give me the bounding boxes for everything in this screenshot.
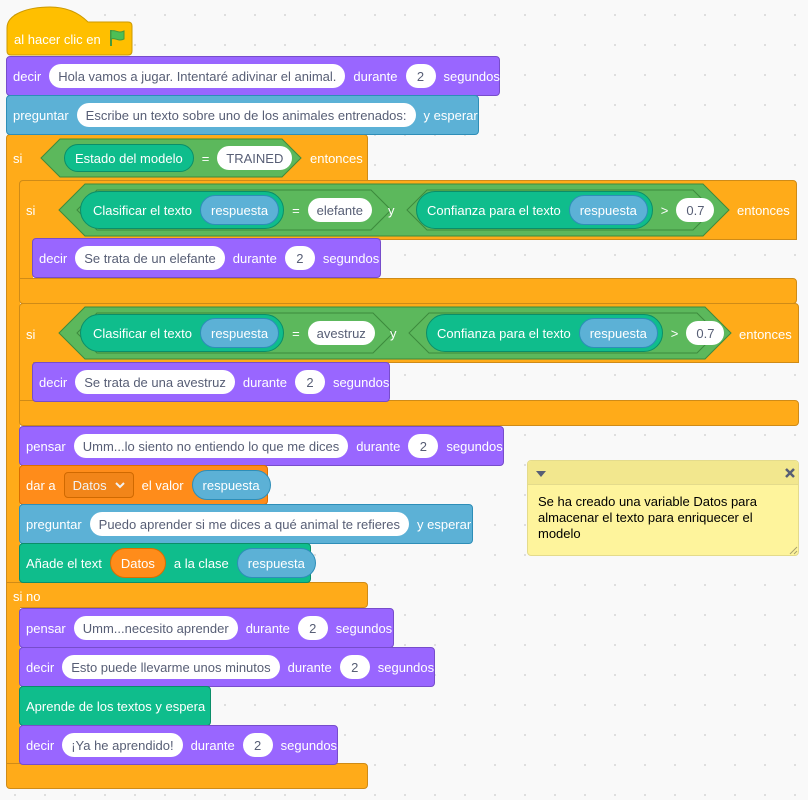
seconds-input[interactable]: 2 (339, 655, 370, 679)
datos-variable-reporter[interactable]: Datos (109, 548, 166, 578)
answer-reporter[interactable]: respuesta (191, 470, 271, 500)
answer-reporter[interactable]: respuesta (568, 195, 648, 225)
then-label: entonces (310, 151, 363, 166)
classify-text-reporter[interactable]: Clasificar el texto respuesta (80, 191, 285, 229)
set-variable-block[interactable]: dar a Datos el valor respuesta (19, 465, 271, 505)
chevron-down-icon (114, 482, 125, 489)
message-input[interactable]: Esto puede llevarme unos minutos (62, 655, 280, 679)
model-status-reporter[interactable]: Estado del modelo (64, 144, 194, 172)
and-label: y (390, 326, 397, 341)
message-input[interactable]: ¡Ya he aprendido! (62, 733, 183, 757)
variable-dropdown[interactable]: Datos (63, 472, 134, 498)
message-input[interactable]: Se trata de una avestruz (75, 370, 235, 394)
if-else-bottom (6, 763, 368, 789)
say-elephant-block[interactable]: decir Se trata de un elefante durante 2 … (32, 238, 381, 278)
think-learn-block[interactable]: pensar Umm...necesito aprender durante 2… (19, 608, 394, 648)
seconds-input[interactable]: 2 (284, 246, 315, 270)
seconds-input[interactable]: 2 (408, 434, 439, 458)
if-ostrich-label: si (26, 327, 36, 342)
else-bar (6, 582, 368, 608)
message-input[interactable]: Se trata de un elefante (75, 246, 225, 270)
ask-learn-block[interactable]: preguntar Puedo aprender si me dices a q… (19, 504, 473, 544)
if-label: si (13, 151, 23, 166)
if-ostrich-arm (19, 359, 33, 405)
add-training-text-block[interactable]: Añade el text Datos a la clase respuesta (19, 543, 316, 583)
classify-text-reporter[interactable]: Clasificar el texto respuesta (80, 314, 285, 352)
resize-handle-icon[interactable] (788, 545, 798, 555)
comment-header[interactable] (528, 461, 798, 485)
and-label: y (388, 203, 395, 218)
if-elephant-bottom (19, 278, 797, 304)
hat-shape (6, 6, 133, 56)
answer-reporter[interactable]: respuesta (199, 195, 280, 225)
answer-reporter[interactable]: respuesta (199, 318, 280, 348)
and-boolean-elephant[interactable]: Clasificar el texto respuesta = elefante… (58, 183, 730, 237)
if-else-left-arm (6, 176, 20, 588)
comment-note[interactable]: Se ha creado una variable Datos para alm… (527, 460, 799, 556)
if-ostrich-bottom (19, 400, 799, 426)
message-input[interactable]: Hola vamos a jugar. Intentaré adivinar e… (49, 64, 346, 88)
ask-text-block[interactable]: preguntar Escribe un texto sobre uno de … (6, 95, 479, 135)
then-label: entonces (737, 203, 790, 218)
threshold-value[interactable]: 0.7 (676, 198, 715, 222)
comment-text[interactable]: Se ha creado una variable Datos para alm… (538, 494, 757, 541)
equals-boolean[interactable]: Estado del modelo = TRAINED (40, 138, 302, 178)
answer-reporter[interactable]: respuesta (236, 548, 316, 578)
say-ostrich-block[interactable]: decir Se trata de una avestruz durante 2… (32, 362, 390, 402)
equals-sign: = (292, 325, 300, 341)
elephant-value[interactable]: elefante (307, 198, 372, 222)
confidence-reporter[interactable]: Confianza para el texto respuesta (416, 191, 653, 229)
train-model-block[interactable]: Aprende de los textos y espera (19, 686, 211, 726)
if-elephant-label: si (26, 203, 36, 218)
answer-reporter[interactable]: respuesta (578, 318, 658, 348)
confidence-reporter[interactable]: Confianza para el texto respuesta (426, 314, 663, 352)
threshold-value[interactable]: 0.7 (686, 321, 725, 345)
message-input[interactable]: Umm...lo siento no entiendo lo que me di… (73, 434, 349, 458)
greater-sign: > (660, 202, 669, 218)
question-input[interactable]: Puedo aprender si me dices a qué animal … (89, 512, 409, 536)
green-flag-icon (110, 30, 125, 46)
seconds-input[interactable]: 2 (297, 616, 328, 640)
say-wait-block[interactable]: decir Esto puede llevarme unos minutos d… (19, 647, 435, 687)
seconds-input[interactable]: 2 (405, 64, 436, 88)
greater-sign: > (670, 325, 679, 341)
if-elephant-arm (19, 236, 33, 282)
when-flag-clicked-hat[interactable]: al hacer clic en (6, 6, 133, 56)
equals-sign: = (201, 150, 210, 166)
then-label: entonces (739, 327, 792, 342)
say-intro-block[interactable]: decir Hola vamos a jugar. Intentaré adiv… (6, 56, 500, 96)
trained-value[interactable]: TRAINED (217, 146, 293, 170)
triangle-down-icon[interactable] (535, 469, 547, 479)
message-input[interactable]: Umm...necesito aprender (73, 616, 238, 640)
seconds-input[interactable]: 2 (294, 370, 325, 394)
and-boolean-ostrich[interactable]: Clasificar el texto respuesta = avestruz… (58, 306, 732, 360)
say-done-block[interactable]: decir ¡Ya he aprendido! durante 2 segund… (19, 725, 338, 765)
else-label: si no (13, 589, 41, 604)
think-sorry-block[interactable]: pensar Umm...lo siento no entiendo lo qu… (19, 426, 504, 466)
question-input[interactable]: Escribe un texto sobre uno de los animal… (76, 103, 416, 127)
ostrich-value[interactable]: avestruz (307, 321, 375, 345)
seconds-input[interactable]: 2 (242, 733, 273, 757)
equals-sign: = (292, 202, 300, 218)
close-icon[interactable] (784, 467, 796, 479)
else-left-arm (6, 604, 20, 768)
